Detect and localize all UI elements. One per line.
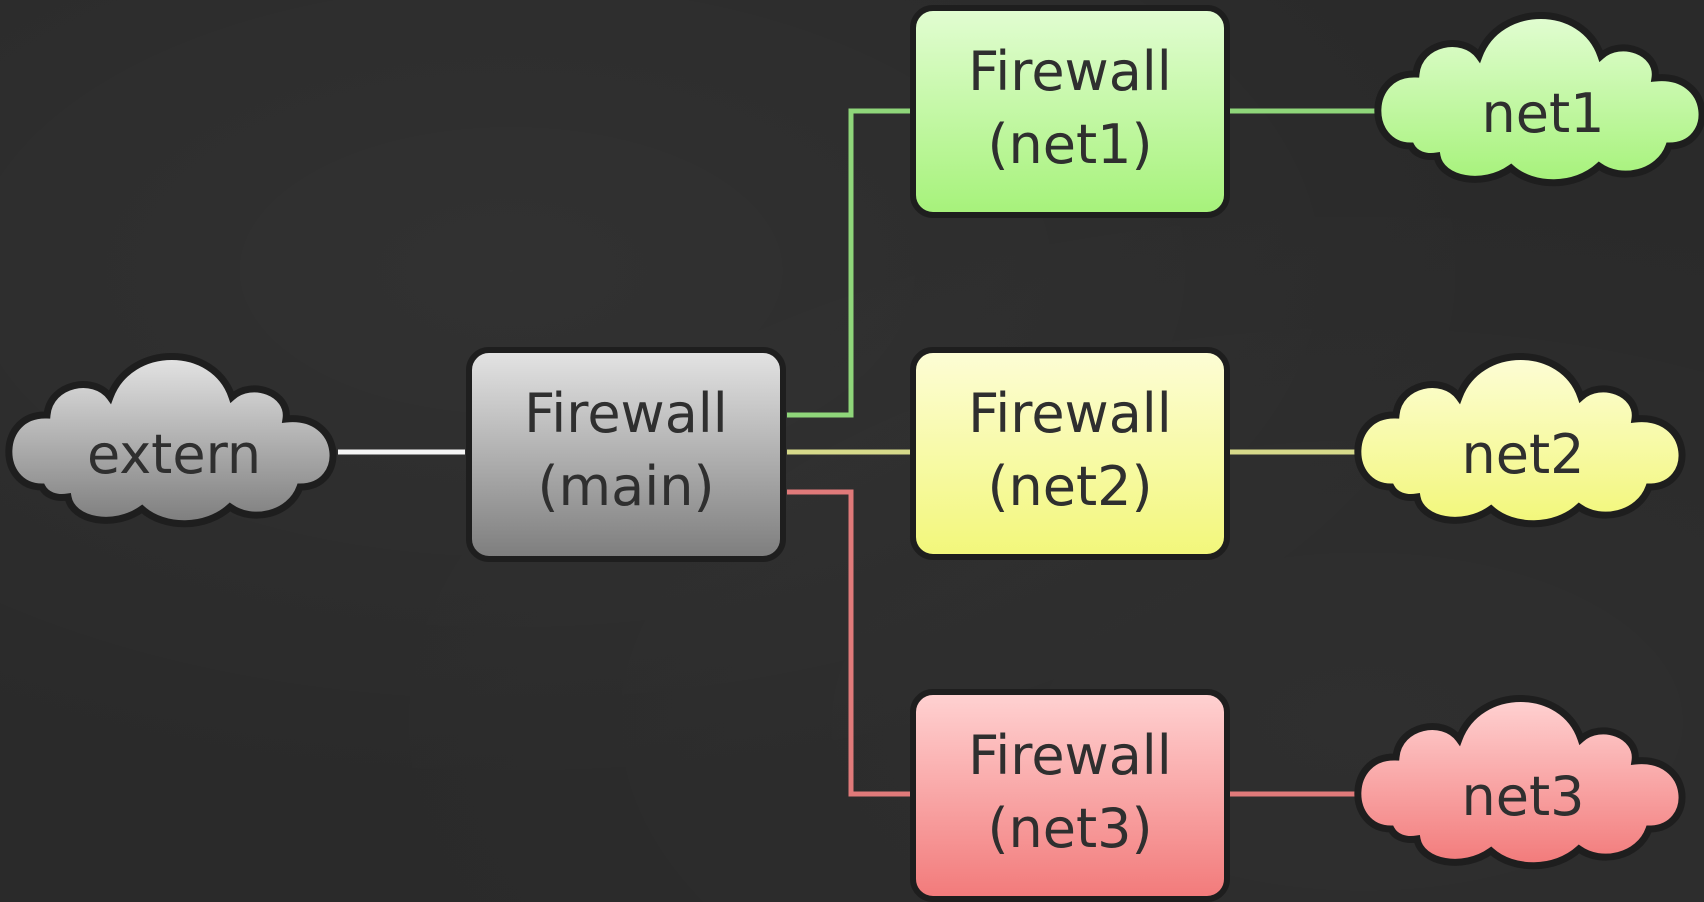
edge-main-fw-net3 [787, 489, 910, 797]
firewall-net1-box: Firewall (net1) [910, 5, 1230, 218]
cloud-net1: net1 [1378, 16, 1702, 183]
cloud-net1-label: net1 [1482, 82, 1605, 145]
firewall-net3-line1: Firewall [968, 724, 1172, 787]
firewall-main-box: Firewall (main) [466, 347, 786, 562]
cloud-net2-label: net2 [1462, 423, 1585, 486]
firewall-main-line2: (main) [537, 455, 714, 518]
cloud-extern: extern [9, 357, 333, 524]
cloud-net3-label: net3 [1462, 765, 1585, 828]
cloud-net2: net2 [1358, 357, 1682, 524]
connector-lines [338, 108, 1378, 797]
firewall-net2-line2: (net2) [987, 455, 1152, 518]
firewall-net2-line1: Firewall [968, 382, 1172, 445]
firewall-net1-line2: (net1) [987, 113, 1152, 176]
edge-main-fw-net1 [787, 108, 910, 418]
firewall-net2-box: Firewall (net2) [910, 347, 1230, 560]
cloud-extern-label: extern [87, 423, 261, 486]
firewall-main-line1: Firewall [524, 382, 728, 445]
firewall-net3-line2: (net3) [987, 797, 1152, 860]
firewall-net3-box: Firewall (net3) [910, 689, 1230, 902]
cloud-net3: net3 [1358, 699, 1682, 866]
firewall-net1-line1: Firewall [968, 40, 1172, 103]
